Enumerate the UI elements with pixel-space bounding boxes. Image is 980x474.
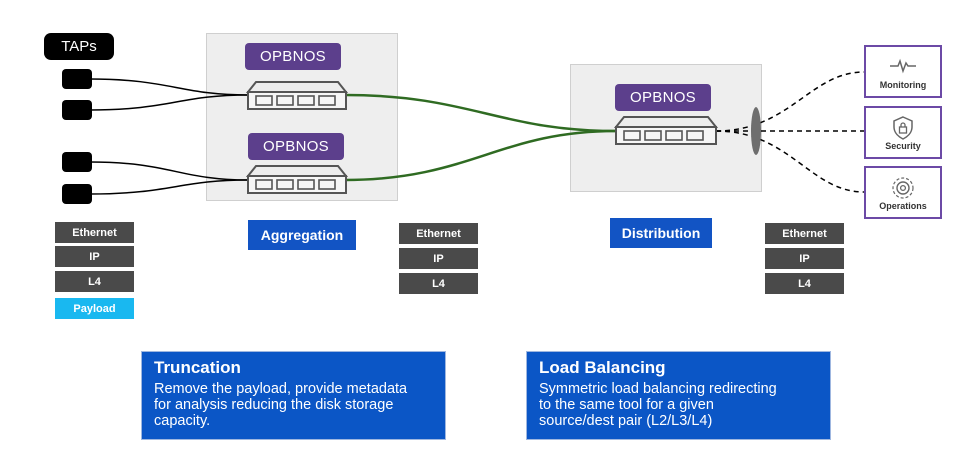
tool-security: Security [864, 106, 942, 159]
tap-device [62, 152, 92, 172]
load-balancing-title: Load Balancing [539, 358, 666, 377]
truncation-title: Truncation [154, 358, 241, 377]
gear-icon [892, 177, 914, 199]
switch-distribution-label: OPBNOS [615, 84, 711, 111]
tap-wire [89, 78, 249, 96]
stack-right-ethernet: Ethernet [765, 223, 844, 244]
tap-wire [89, 179, 249, 195]
load-balancing-description: Symmetric load balancing redirecting to … [539, 381, 777, 429]
tool-operations: Operations [864, 166, 942, 219]
tool-security-label: Security [885, 141, 921, 151]
tool-monitoring-label: Monitoring [879, 80, 927, 90]
tool-link-operations [715, 130, 865, 193]
tap-wire [89, 94, 249, 111]
stack-right-l4: L4 [765, 273, 844, 294]
stack-middle-l4: L4 [399, 273, 478, 294]
tap-device [62, 69, 92, 89]
stack-left-ethernet: Ethernet [55, 222, 134, 243]
truncation-description: Remove the payload, provide metadata for… [154, 381, 408, 429]
load-balancing-box: Load Balancing Symmetric load balancing … [526, 351, 831, 440]
switch-bottom-icon [245, 165, 349, 194]
switch-top-label: OPBNOS [245, 43, 341, 70]
aggregation-label: Aggregation [248, 220, 356, 250]
load-balancer-marker [751, 107, 761, 155]
tool-link-monitoring [715, 71, 865, 132]
stack-right-ip: IP [765, 248, 844, 269]
shield-lock-icon [893, 116, 913, 140]
tool-operations-label: Operations [879, 201, 927, 211]
stack-left-ip: IP [55, 246, 134, 267]
switch-top-icon [245, 81, 349, 110]
tap-device [62, 100, 92, 120]
uplink-bottom [344, 129, 617, 182]
tap-wire [89, 161, 249, 181]
uplink-top [344, 93, 617, 133]
switch-bottom-label: OPBNOS [248, 133, 344, 160]
switch-distribution-icon [613, 116, 719, 145]
truncation-box: Truncation Remove the payload, provide m… [141, 351, 446, 440]
stack-left-payload: Payload [55, 298, 134, 319]
tap-device [62, 184, 92, 204]
stack-left-l4: L4 [55, 271, 134, 292]
distribution-label: Distribution [610, 218, 712, 248]
stack-middle-ip: IP [399, 248, 478, 269]
taps-label: TAPs [44, 33, 114, 60]
stack-middle-ethernet: Ethernet [399, 223, 478, 244]
tool-monitoring: Monitoring [864, 45, 942, 98]
heartbeat-icon [890, 58, 916, 74]
